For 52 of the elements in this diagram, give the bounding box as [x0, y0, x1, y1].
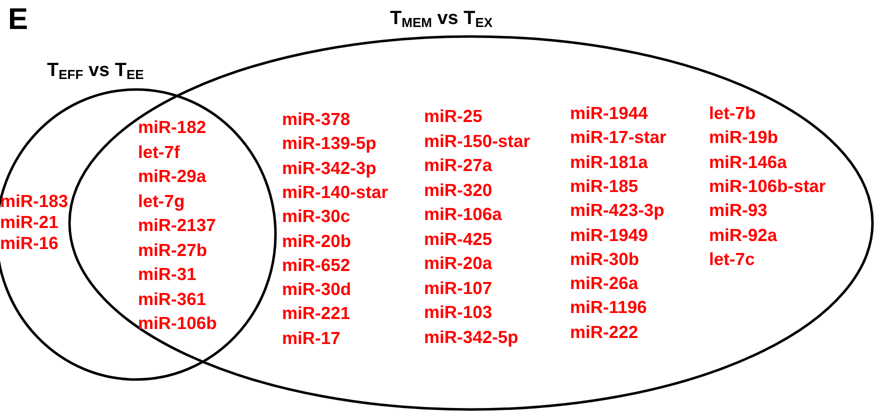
mirna-label: miR-140-star: [282, 182, 388, 202]
mirna-label: miR-150-star: [424, 130, 530, 150]
mirna-label: miR-92a: [709, 224, 778, 244]
mirna-label: miR-361: [138, 288, 206, 308]
mirna-label: miR-106b: [138, 313, 217, 333]
mirna-label: miR-17: [282, 328, 340, 348]
mirna-label: miR-1949: [570, 224, 648, 244]
mirna-label: miR-31: [138, 264, 196, 284]
mirna-label: miR-25: [424, 106, 482, 126]
mirna-label: miR-342-5p: [424, 326, 518, 346]
mirna-label: miR-19b: [709, 127, 778, 148]
mirna-label: miR-423-3p: [570, 200, 664, 220]
mirna-label: miR-146a: [709, 152, 787, 172]
mirna-label: let-7f: [138, 142, 180, 162]
mirna-label: miR-342-3p: [282, 158, 376, 178]
mirna-label: miR-93: [709, 200, 768, 220]
mirna-label: miR-106b-star: [709, 176, 826, 196]
set-title: T$_{MEM}$ vs T$_{EX}$: [390, 8, 493, 32]
mirna-label: miR-107: [424, 278, 492, 298]
mirna-label: miR-222: [570, 322, 638, 342]
mirna-label: miR-183: [0, 191, 68, 211]
mirna-label: miR-320: [424, 180, 492, 200]
mirna-label: miR-106a: [424, 204, 502, 224]
mirna-label: miR-221: [282, 303, 350, 324]
mirna-label: miR-378: [282, 109, 350, 129]
mirna-label: let-7b: [709, 103, 756, 123]
mirna-label: miR-30b: [570, 248, 640, 269]
mirna-label: miR-16: [0, 233, 58, 253]
mirna-label: let-7g: [138, 190, 185, 210]
mirna-label: miR-185: [570, 176, 638, 196]
mirna-label: miR-181a: [570, 152, 648, 172]
mirna-label: miR-26a: [570, 273, 638, 294]
mirna-label: miR-21: [0, 212, 58, 232]
mirna-label: miR-103: [424, 302, 492, 322]
mirna-label: miR-20b: [282, 230, 352, 250]
mirna-label: miR-2137: [138, 215, 216, 235]
mirna-label: miR-27b: [138, 240, 208, 260]
mirna-label: miR-29a: [138, 166, 206, 186]
mirna-label: miR-27a: [424, 155, 492, 175]
mirna-label: miR-182: [138, 117, 206, 137]
mirna-label: miR-1196: [570, 297, 647, 318]
mirna-label: miR-30d: [282, 279, 352, 300]
mirna-label: miR-17-star: [570, 127, 666, 148]
mirna-label: let-7c: [709, 248, 755, 269]
mirna-label: miR-425: [424, 228, 492, 248]
mirna-label: miR-30c: [282, 206, 350, 226]
mirna-label: miR-1944: [570, 103, 648, 123]
set-title: T$_{EFF}$ vs T$_{EE}$: [47, 60, 144, 84]
panel-letter: E: [8, 4, 28, 36]
mirna-label: miR-652: [282, 254, 350, 275]
mirna-label: miR-20a: [424, 253, 492, 273]
mirna-label: miR-139-5p: [282, 133, 376, 154]
